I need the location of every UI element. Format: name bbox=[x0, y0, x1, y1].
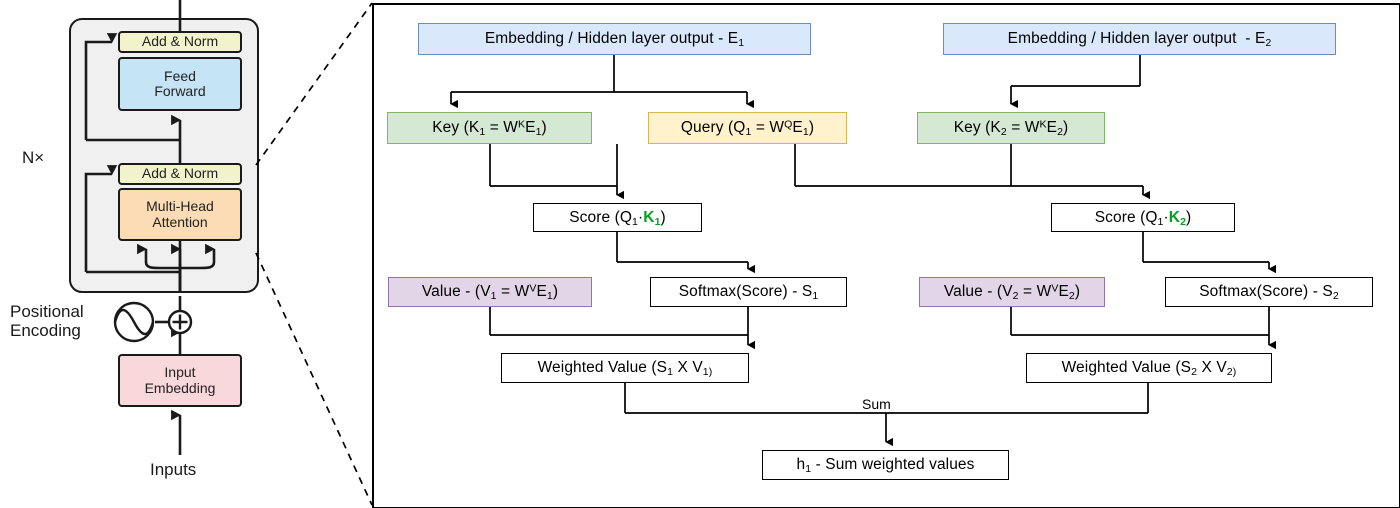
node-label: Embedding / Hidden layer output - E2 bbox=[1007, 30, 1272, 50]
node-label: Softmax(Score) - S1 bbox=[678, 283, 819, 303]
node-embedding-e1[interactable]: Embedding / Hidden layer output - E1 bbox=[418, 23, 811, 55]
node-value-1[interactable]: Value - (V1 = WVE1) bbox=[388, 277, 592, 307]
node-value-2[interactable]: Value - (V2 = WVE2) bbox=[919, 277, 1105, 307]
node-key-1[interactable]: Key (K1 = WKE1) bbox=[387, 112, 592, 144]
block-add-norm-bottom[interactable]: Add & Norm bbox=[118, 163, 242, 185]
node-label: Weighted Value (S2 X V2) bbox=[1061, 359, 1237, 379]
block-feed-forward[interactable]: Feed Forward bbox=[118, 57, 242, 111]
node-label: Key (K1 = WKE1) bbox=[432, 118, 547, 139]
node-label: Softmax(Score) - S2 bbox=[1199, 283, 1339, 303]
node-query-1[interactable]: Query (Q1 = WQE1) bbox=[648, 112, 847, 144]
node-label: Weighted Value (S1 X V1) bbox=[537, 359, 713, 379]
node-label: Embedding / Hidden layer output - E1 bbox=[484, 30, 745, 50]
node-score-2[interactable]: Score (Q1·K2) bbox=[1051, 203, 1235, 232]
positional-encoding-icon bbox=[113, 301, 155, 343]
attention-detail-frame bbox=[372, 3, 1400, 508]
node-softmax-1[interactable]: Softmax(Score) - S1 bbox=[650, 277, 847, 307]
block-multi-head-attention[interactable]: Multi-Head Attention bbox=[118, 188, 242, 241]
inputs-label: Inputs bbox=[150, 460, 197, 479]
block-input-embedding[interactable]: Input Embedding bbox=[118, 354, 242, 407]
node-embedding-e2[interactable]: Embedding / Hidden layer output - E2 bbox=[943, 23, 1336, 55]
node-label: h1 - Sum weighted values bbox=[796, 456, 975, 476]
node-score-1[interactable]: Score (Q1·K1) bbox=[533, 203, 702, 232]
residual-add-icon bbox=[167, 309, 193, 335]
node-label: Key (K2 = WKE2) bbox=[953, 118, 1069, 139]
node-label: Score (Q1·K2) bbox=[1094, 208, 1192, 228]
node-label: Value - (V2 = WVE2) bbox=[943, 282, 1081, 303]
node-label: Score (Q1·K1) bbox=[569, 208, 666, 228]
sum-edge-label: Sum bbox=[862, 396, 891, 412]
positional-encoding-label: Positional Encoding bbox=[10, 302, 84, 341]
node-sum-weighted-values[interactable]: h1 - Sum weighted values bbox=[762, 450, 1009, 480]
repeat-count-label: N× bbox=[22, 148, 45, 167]
node-weighted-value-2[interactable]: Weighted Value (S2 X V2) bbox=[1026, 353, 1272, 383]
node-label: Value - (V1 = WVE1) bbox=[421, 282, 559, 303]
node-weighted-value-1[interactable]: Weighted Value (S1 X V1) bbox=[501, 353, 749, 383]
block-add-norm-top[interactable]: Add & Norm bbox=[118, 31, 242, 53]
node-softmax-2[interactable]: Softmax(Score) - S2 bbox=[1165, 277, 1373, 307]
node-key-2[interactable]: Key (K2 = WKE2) bbox=[917, 112, 1105, 144]
callout-dashed-lines bbox=[255, 2, 373, 506]
node-label: Query (Q1 = WQE1) bbox=[680, 118, 815, 139]
